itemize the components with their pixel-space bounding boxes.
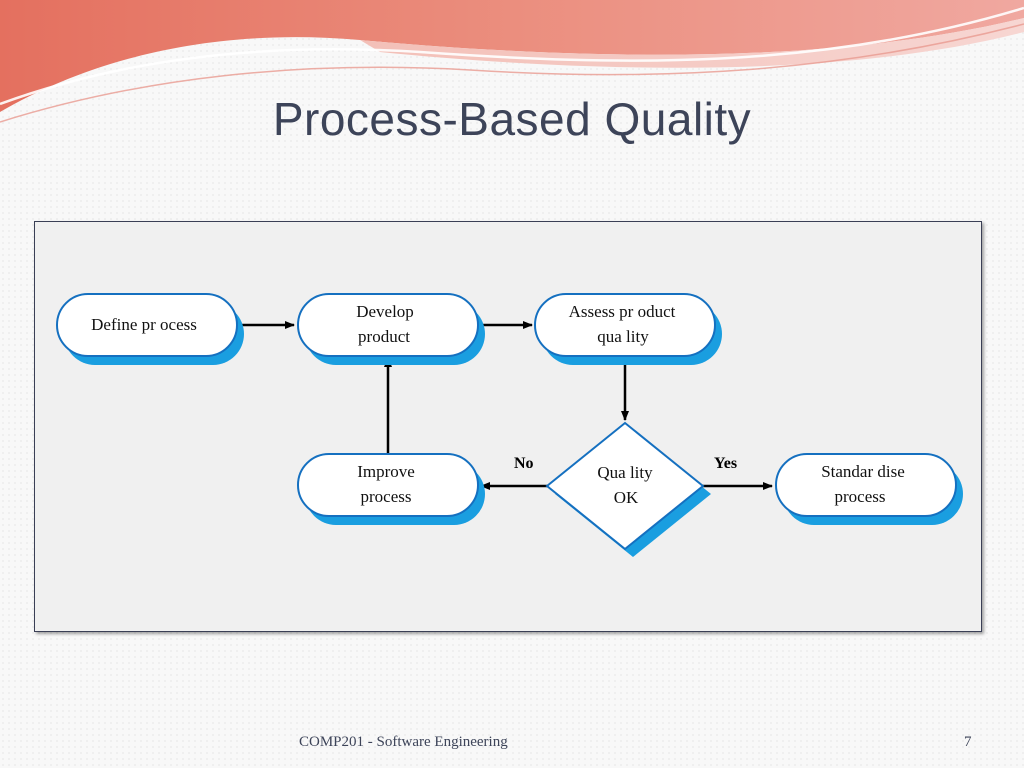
node-quality-label-2: OK (614, 488, 639, 507)
node-quality-ok-decision: Qua lity OK (545, 421, 711, 557)
edges: No Yes (240, 321, 773, 490)
node-improve-process: Improve process (297, 453, 485, 525)
node-improve-label-2: process (361, 487, 412, 506)
slide-title: Process-Based Quality (272, 93, 752, 145)
node-assess-label-2: qua lity (597, 327, 649, 346)
node-develop-label-2: product (358, 327, 410, 346)
node-quality-label-1: Qua lity (597, 463, 653, 482)
decorative-swoosh (0, 0, 1024, 123)
node-improve-label-1: Improve (357, 462, 415, 481)
node-standardise-label-2: process (835, 487, 886, 506)
edge-label-yes: Yes (714, 455, 737, 472)
node-define-label: Define pr ocess (91, 315, 197, 334)
footer-course: COMP201 - Software Engineering (299, 734, 508, 750)
node-standardise-process: Standar dise process (775, 453, 963, 525)
node-develop-label-1: Develop (356, 302, 414, 321)
node-develop-product: Develop product (297, 293, 485, 365)
diagram-panel (34, 221, 982, 632)
flowchart: No Yes Define pr ocess Develop product A… (56, 293, 963, 557)
edge-label-no: No (514, 455, 534, 472)
node-define-process: Define pr ocess (56, 293, 244, 365)
node-standardise-label-1: Standar dise (821, 462, 905, 481)
node-assess-product-quality: Assess pr oduct qua lity (534, 293, 722, 365)
node-assess-label-1: Assess pr oduct (569, 302, 676, 321)
footer-page-number: 7 (964, 734, 972, 750)
